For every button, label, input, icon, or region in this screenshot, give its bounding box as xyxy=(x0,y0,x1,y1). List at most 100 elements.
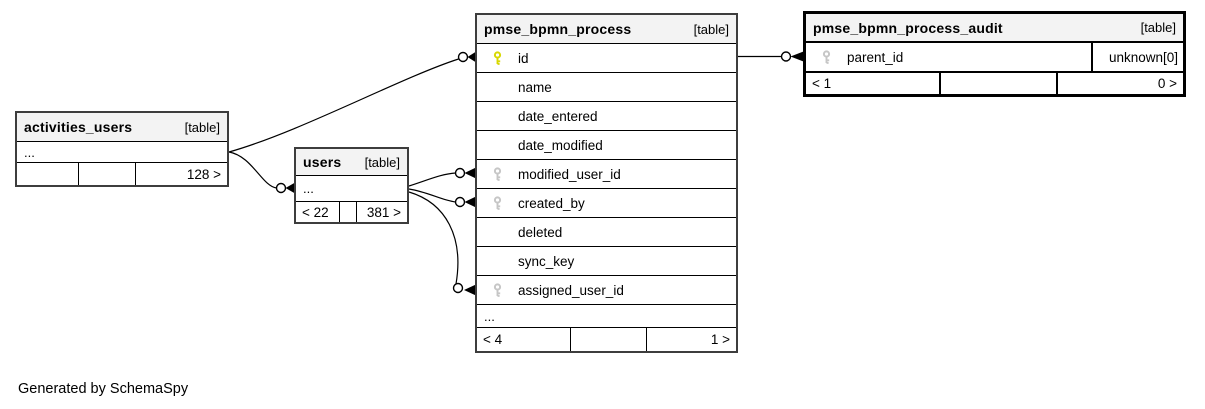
key-slot xyxy=(818,50,834,64)
key-slot xyxy=(489,51,505,65)
column-cell: assigned_user_id xyxy=(477,276,736,304)
column-row-deleted: deleted xyxy=(477,217,736,246)
zero-or-many-circle xyxy=(457,51,469,63)
column-name: date_modified xyxy=(518,137,603,153)
footer-cell-related-count: 128 > xyxy=(186,166,221,182)
footer-cell xyxy=(340,202,357,222)
zero-or-many-circle xyxy=(275,182,287,194)
footer-cell xyxy=(571,328,647,351)
hidden-columns-row: ... xyxy=(17,141,227,162)
edge-users-to-assigned-user-id xyxy=(408,191,477,296)
edge-line xyxy=(408,188,456,203)
column-cell: date_modified xyxy=(477,131,736,159)
column-row-created-by: created_by xyxy=(477,188,736,217)
column-row-parent-id: parent_id unknown[0] xyxy=(806,41,1183,71)
crows-foot-arrow xyxy=(464,167,477,179)
hidden-columns-row: ... xyxy=(296,175,407,201)
edge-pmse-bpmn-process-id-to-audit-parent-id xyxy=(738,50,806,63)
column-row-modified-user-id: modified_user_id xyxy=(477,159,736,188)
edge-users-to-modified-user-id xyxy=(408,167,477,187)
table-node-activities-users[interactable]: activities_users [table] ... 128 > xyxy=(15,111,229,187)
column-name: deleted xyxy=(518,224,563,240)
column-cell: modified_user_id xyxy=(477,160,736,188)
column-name: date_entered xyxy=(518,108,598,124)
zero-or-many-circle xyxy=(454,167,466,179)
column-type: unknown[0] xyxy=(1091,43,1183,71)
footer-cell-related-count: 0 > xyxy=(1157,76,1177,91)
column-name: assigned_user_id xyxy=(518,282,624,298)
foreign-key-icon xyxy=(822,50,830,64)
crows-foot-arrow xyxy=(464,196,477,208)
edge-line xyxy=(408,191,459,285)
table-header: pmse_bpmn_process [table] xyxy=(477,15,736,43)
column-name: modified_user_id xyxy=(518,166,621,182)
crows-foot-arrow xyxy=(285,182,296,194)
zero-or-many-circle xyxy=(780,51,792,62)
edge-activities-users-to-users xyxy=(228,151,296,194)
edge-line xyxy=(228,151,277,189)
column-row-sync-key: sync_key xyxy=(477,246,736,275)
edge-line xyxy=(228,58,459,153)
table-header: pmse_bpmn_process_audit [table] xyxy=(806,14,1183,41)
crows-foot-arrow xyxy=(467,51,477,63)
table-type-badge: [table] xyxy=(1140,20,1176,35)
key-slot xyxy=(489,167,505,181)
table-name[interactable]: activities_users xyxy=(24,119,133,135)
table-header: activities_users [table] xyxy=(17,113,227,141)
primary-key-icon xyxy=(493,51,501,65)
column-name: parent_id xyxy=(847,49,904,65)
footer-cell-related-count: 381 > xyxy=(366,204,401,220)
column-row-date-modified: date_modified xyxy=(477,130,736,159)
hidden-columns-row: ... xyxy=(477,304,736,327)
footer-cell-related-count: < 22 xyxy=(296,202,340,222)
footer-cell xyxy=(17,163,79,185)
table-name[interactable]: pmse_bpmn_process_audit xyxy=(813,19,1003,36)
table-header: users [table] xyxy=(296,149,407,175)
table-type-badge: [table] xyxy=(364,154,400,170)
generated-by-note: Generated by SchemaSpy xyxy=(18,381,189,397)
table-type-badge: [table] xyxy=(693,21,729,37)
table-footer: < 1 0 > xyxy=(806,71,1183,94)
footer-cell xyxy=(941,73,1058,94)
table-footer: < 22 381 > xyxy=(296,201,407,222)
table-name[interactable]: users xyxy=(303,154,342,170)
column-cell: name xyxy=(477,73,736,101)
column-row-assigned-user-id: assigned_user_id xyxy=(477,275,736,304)
table-node-users[interactable]: users [table] ... < 22 381 > xyxy=(294,147,409,224)
zero-or-many-circle xyxy=(452,282,464,294)
column-row-date-entered: date_entered xyxy=(477,101,736,130)
footer-cell-related-count: < 1 xyxy=(806,73,941,94)
column-cell: created_by xyxy=(477,189,736,217)
column-cell: parent_id xyxy=(806,43,1091,71)
edge-activities-users-to-pmse-bpmn-process-id xyxy=(228,51,477,153)
table-name[interactable]: pmse_bpmn_process xyxy=(484,21,632,37)
column-name: sync_key xyxy=(518,253,575,269)
footer-cell-related-count: 1 > xyxy=(710,332,730,347)
table-node-pmse-bpmn-process-audit[interactable]: pmse_bpmn_process_audit [table] parent_i… xyxy=(803,11,1186,97)
key-slot xyxy=(489,196,505,210)
crows-foot-arrow xyxy=(790,50,806,63)
column-cell: id xyxy=(477,44,736,72)
column-cell: deleted xyxy=(477,218,736,246)
table-footer: < 4 1 > xyxy=(477,327,736,351)
column-name: name xyxy=(518,79,552,95)
edge-users-to-created-by xyxy=(408,188,477,208)
edge-line xyxy=(408,172,456,187)
foreign-key-icon xyxy=(493,167,501,181)
table-type-badge: [table] xyxy=(184,119,220,135)
key-slot xyxy=(489,283,505,297)
column-name: id xyxy=(518,50,529,66)
crows-foot-arrow xyxy=(464,284,477,296)
table-node-pmse-bpmn-process[interactable]: pmse_bpmn_process [table] id name date_e… xyxy=(475,13,738,353)
zero-or-many-circle xyxy=(454,196,466,208)
table-footer: 128 > xyxy=(17,162,227,185)
column-cell: sync_key xyxy=(477,247,736,275)
column-name: created_by xyxy=(518,195,585,211)
column-row-id: id xyxy=(477,43,736,72)
column-cell: date_entered xyxy=(477,102,736,130)
column-row-name: name xyxy=(477,72,736,101)
footer-cell-related-count: < 4 xyxy=(477,328,571,351)
foreign-key-icon xyxy=(493,283,501,297)
foreign-key-icon xyxy=(493,196,501,210)
footer-cell xyxy=(79,163,136,185)
